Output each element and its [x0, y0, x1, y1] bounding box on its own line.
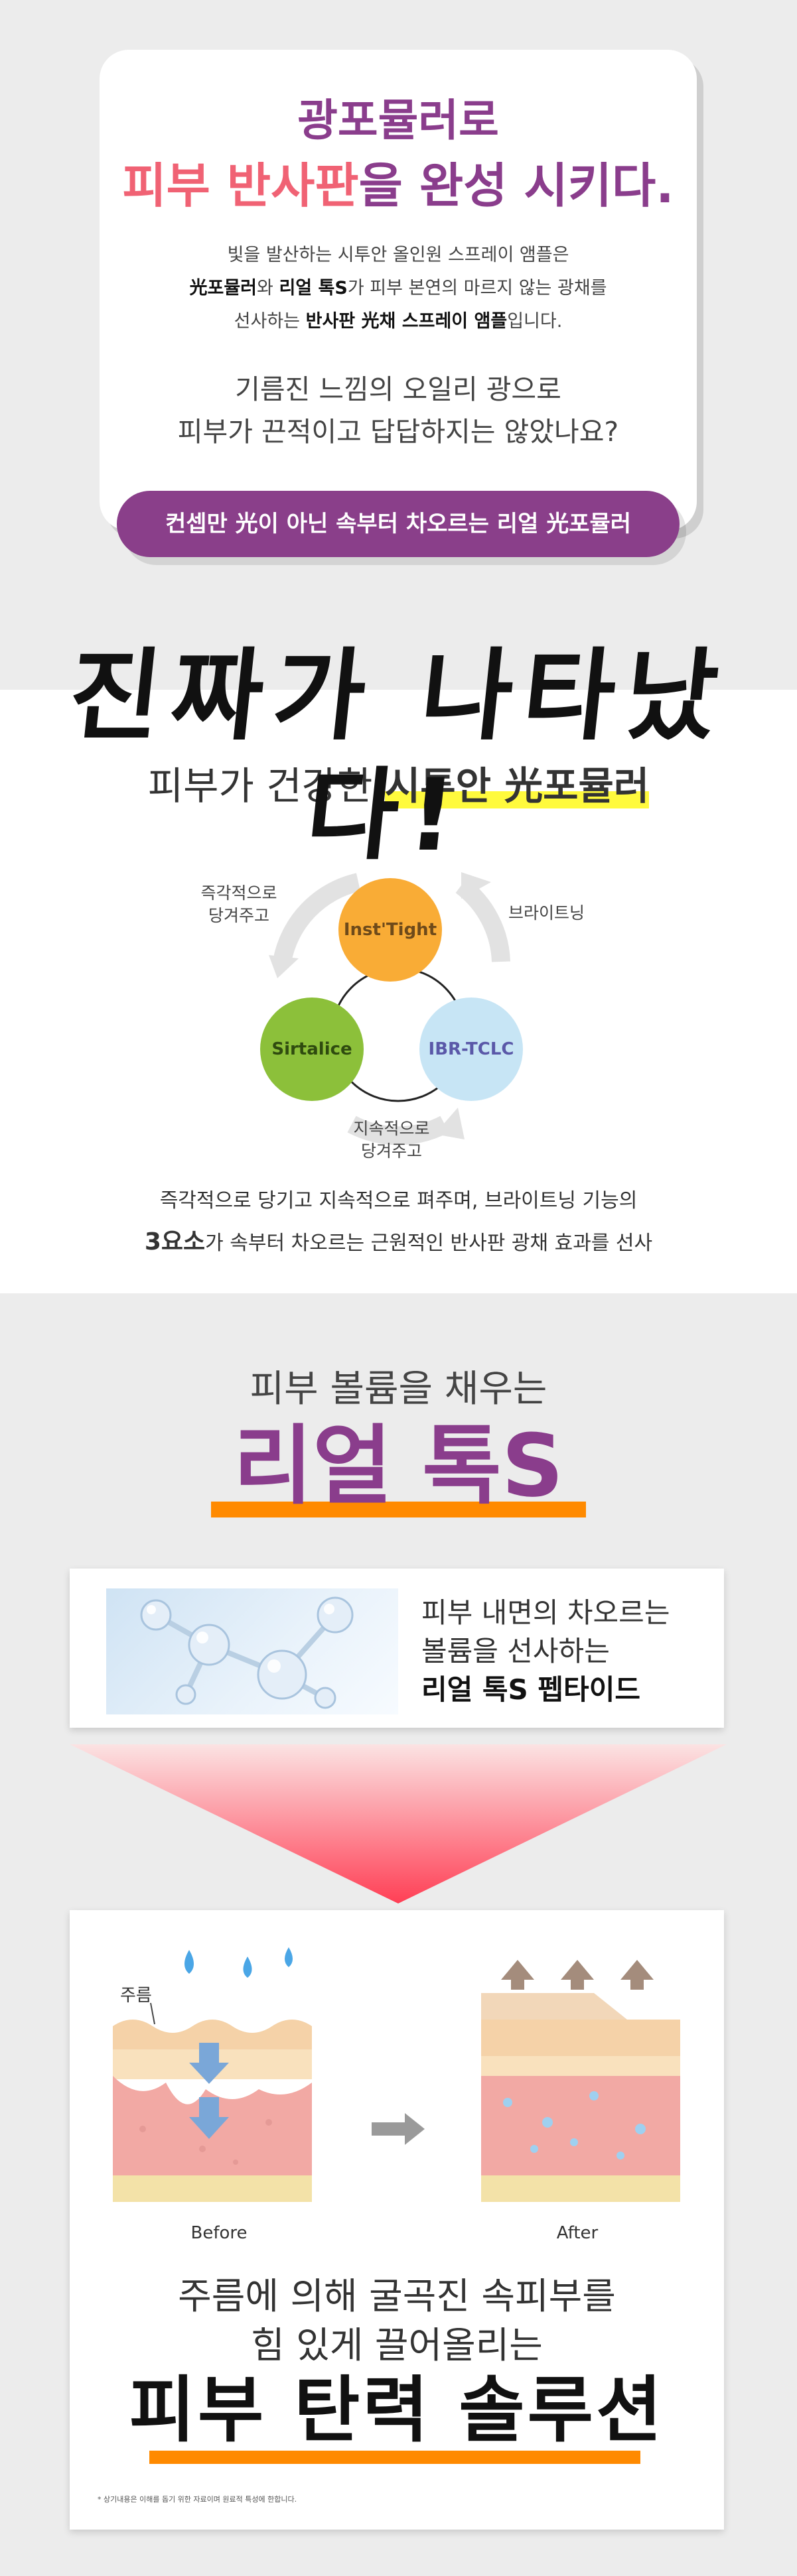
peptide-text: 피부 내면의 차오르는 볼륨을 선사하는 리얼 톡S 펩타이드	[421, 1596, 670, 1706]
arrow-bottom	[347, 1116, 449, 1145]
label-inst-tight: Inst'Tight	[344, 920, 437, 940]
skin-after	[481, 1960, 680, 2202]
intro-desc-line2: 光포뮬러와 리얼 톡S가 피부 본연의 마르지 않는 광채를	[189, 278, 607, 298]
solution-title: 피부 탄력 솔루션	[129, 2369, 665, 2452]
skin-before	[113, 2020, 312, 2202]
arrow-label-bottom: 지속적으로 당겨주고	[353, 1119, 430, 1161]
intro-title-line1: 광포뮬러로	[297, 95, 499, 146]
intro-description: 빛을 발산하는 시투안 올인원 스프레이 앰플은 光포뮬러와 리얼 톡S가 피부…	[100, 239, 697, 338]
label-ibr-tclc: IBR-TCLC	[429, 1039, 514, 1059]
circle-ibr-tclc	[419, 998, 523, 1101]
after-label: After	[556, 2223, 599, 2243]
label-sirtalice: Sirtalice	[271, 1039, 352, 1059]
solution-underline	[149, 2451, 640, 2464]
formula-description: 즉각적으로 당기고 지속적으로 펴주며, 브라이트닝 기능의 3요소가 속부터 …	[144, 1189, 653, 1256]
before-after-card: 주름 Before After 주름에 의해 굴곡진 속피부를 힘 있게 끌어올…	[70, 1910, 724, 2530]
arrow-label-left: 즉각적으로 당겨주고	[200, 883, 277, 925]
headline-brush-text: 진짜가 나타났다!	[63, 639, 734, 873]
formula-diagram: Inst'Tight Sirtalice IBR-TCLC	[260, 872, 523, 1145]
intro-title-rest: 을 완성 시키다.	[358, 158, 674, 214]
arrow-label-right: 브라이트닝	[508, 903, 585, 923]
realtok-underline	[211, 1502, 586, 1517]
intro-desc-line1: 빛을 발산하는 시투안 올인원 스프레이 앰플은	[227, 245, 569, 265]
molecule-image	[106, 1588, 398, 1714]
wrinkle-description: 주름에 의해 굴곡진 속피부를 힘 있게 끌어올리는	[178, 2275, 616, 2366]
before-label: Before	[190, 2223, 248, 2243]
concept-pill: 컨셉만 光이 아닌 속부터 차오르는 리얼 光포뮬러	[117, 491, 680, 557]
intro-title-line2: 피부 반사판을 완성 시키다.	[100, 156, 697, 216]
skin-illustration	[113, 1947, 680, 2202]
intro-section: 광포뮬러로 피부 반사판을 완성 시키다. 빛을 발산하는 시투안 올인원 스프…	[0, 0, 797, 690]
circle-inst-tight	[338, 878, 442, 982]
molecule-icon	[140, 1596, 354, 1709]
formula-subtitle: 피부가 건강한 시투안 光포뮬러	[147, 763, 650, 808]
down-triangle	[70, 1744, 727, 1903]
intro-desc-line3: 선사하는 반사판 光채 스프레이 앰플입니다.	[234, 311, 563, 332]
arrow-left	[273, 873, 361, 964]
intro-card: 광포뮬러로 피부 반사판을 완성 시키다. 빛을 발산하는 시투안 올인원 스프…	[100, 50, 697, 557]
realtok-section: 피부 볼륨을 채우는 리얼 톡S	[0, 1293, 797, 2576]
peptide-card: 피부 내면의 차오르는 볼륨을 선사하는 리얼 톡S 펩타이드	[70, 1569, 724, 1728]
wrinkle-label: 주름	[120, 1986, 152, 2006]
realtok-subtitle: 피부 볼륨을 채우는	[250, 1368, 547, 1411]
circle-sirtalice	[260, 998, 364, 1101]
footnote: * 상기내용은 이해를 돕기 위한 자료이며 원료적 특성에 한합니다.	[98, 2495, 297, 2504]
intro-title-pink: 피부 반사판	[122, 158, 359, 214]
formula-section: 피부가 건강한 시투안 光포뮬러 Inst'Tight Sirtalice IB…	[0, 690, 797, 1293]
realtok-title: 리얼 톡S	[233, 1415, 564, 1516]
intro-question: 기름진 느낌의 오일리 광으로 피부가 끈적이고 답답하지는 않았나요?	[177, 373, 619, 448]
arrow-right	[455, 877, 510, 962]
